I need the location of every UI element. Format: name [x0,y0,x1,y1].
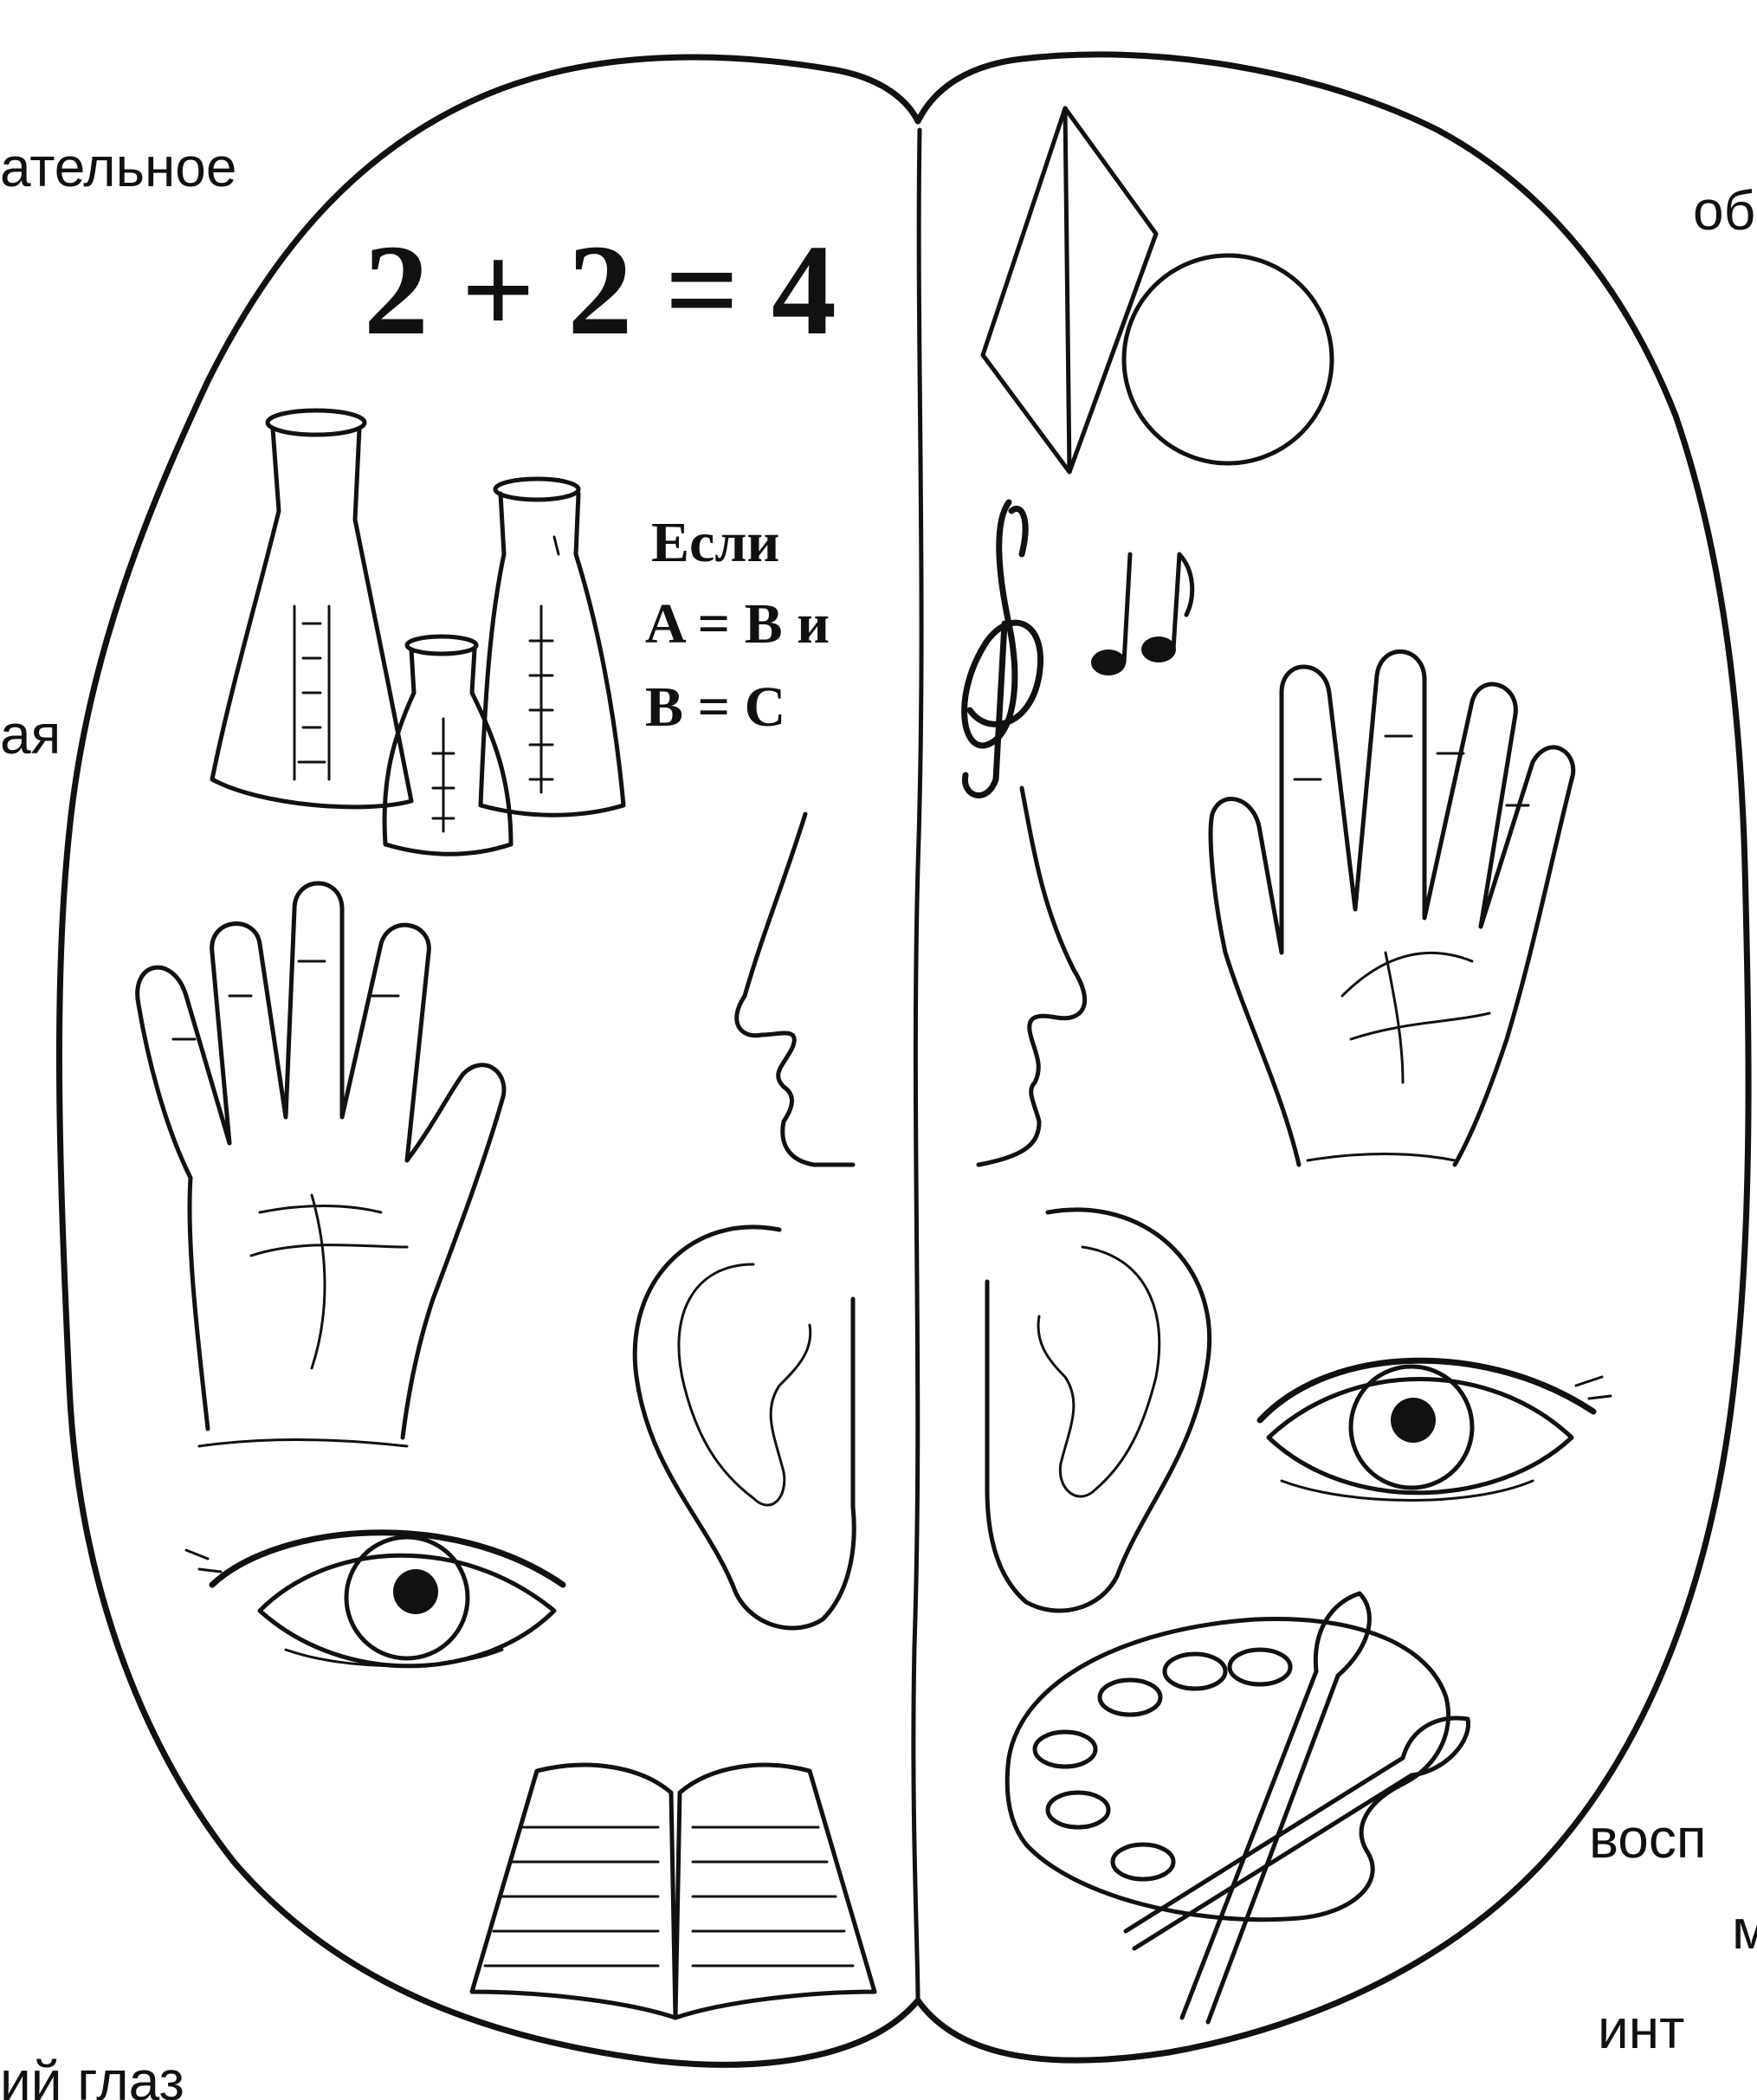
logic-line-3: B = C [645,675,785,739]
nose-profile-icon [737,814,853,1165]
label-left-top: ательное [0,136,236,198]
eye-icon [1260,1360,1611,1500]
eye-icon [186,1533,563,1666]
label-right-top: об [1693,179,1755,242]
label-right-bottom-2: м [1732,1898,1757,1961]
geometry-shapes-icon [983,108,1332,472]
open-book-icon [472,1765,875,2018]
ear-icon [635,1227,854,1628]
label-right-bottom-3: инт [1598,1998,1684,2060]
logic-line-2: A = B и [645,592,830,656]
left-hand-icon [138,883,504,1446]
flasks-icon [212,410,623,854]
music-notes-icon [1091,554,1192,675]
logic-line-1: Если [651,511,779,574]
central-fissure [914,130,921,2000]
label-right-bottom-1: восп [1589,1807,1707,1870]
logic-text: Если A = B и B = C [645,511,830,739]
ear-icon [987,1210,1210,1611]
brain-outline [59,55,1748,2064]
treble-clef-icon [965,502,1041,796]
label-left-bottom: ий глаз [0,2050,184,2100]
label-left-mid: ая [0,703,61,766]
right-hand-icon [1211,651,1573,1165]
nose-profile-icon [979,788,1085,1165]
equation-text: 2 + 2 = 4 [364,218,837,362]
